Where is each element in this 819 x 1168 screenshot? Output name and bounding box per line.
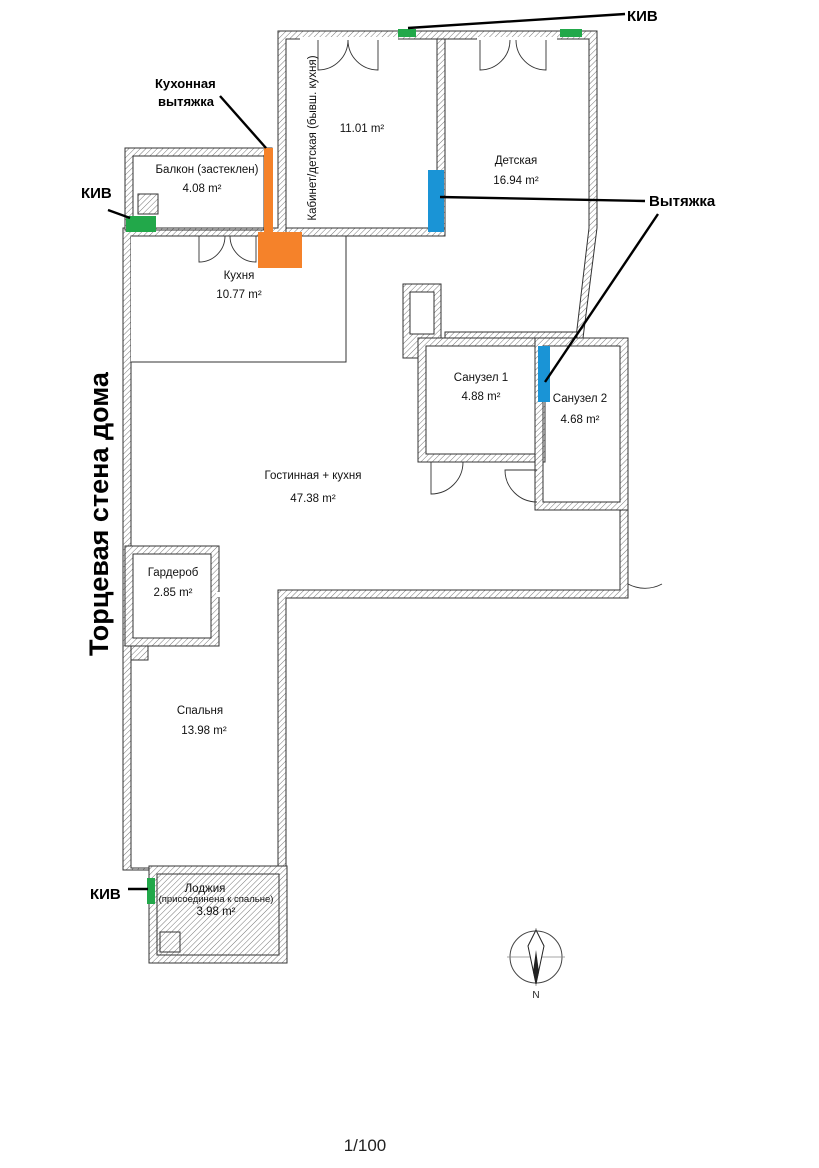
exhaust-marker-nursery	[428, 170, 444, 232]
kiv-top-label: КИВ	[627, 8, 658, 25]
leader-lines	[107, 12, 659, 891]
kitchen-hood-leader	[219, 95, 267, 149]
partition-study-bottom	[285, 227, 446, 237]
study-name: Кабинет/детская (бывш. кухня)	[307, 55, 319, 220]
compass-needle-fill	[533, 950, 539, 984]
bath2-door-swing	[504, 469, 538, 503]
wardrobe-wall	[124, 545, 220, 647]
kitchen-door-swing-right	[229, 235, 257, 263]
kiv-marker-balcony	[126, 216, 156, 232]
nursery-area: 16.94 m²	[493, 175, 539, 187]
kiv-marker-nursery	[560, 29, 582, 37]
kitchen-hood-duct	[264, 148, 273, 236]
kitchen-hood-label-line2: вытяжка	[158, 94, 215, 109]
bath2-name: Санузел 2	[553, 393, 607, 405]
kitchen-door-swing-left	[198, 235, 226, 263]
study-window-gap	[300, 37, 398, 41]
bedroom-door-gap	[216, 592, 271, 597]
compass: N	[507, 928, 565, 1001]
kitchen-hood-box	[258, 232, 302, 268]
loggia-name: Лоджия	[185, 883, 226, 895]
kiv-marker-loggia	[147, 878, 155, 904]
bedroom-area: 13.98 m²	[181, 725, 227, 737]
kitchen-hood-label-line1: Кухонная	[155, 76, 216, 91]
bathroom2-wall	[534, 337, 629, 511]
exhaust-marker-bath	[538, 346, 550, 402]
nursery-window-swing-right	[515, 39, 547, 71]
nursery-window-gap	[477, 37, 557, 41]
door-swings	[198, 39, 663, 589]
study-window-swing-left	[317, 39, 349, 71]
scale-label: 1/100	[343, 1136, 387, 1155]
kitchen-name: Кухня	[224, 270, 255, 282]
kiv-left-label: КИВ	[81, 185, 112, 202]
exhaust-leader-top	[439, 195, 646, 203]
study-area: 11.01 m²	[340, 123, 385, 135]
study-window-swing-right	[347, 39, 379, 71]
bath1-door-swing	[430, 461, 464, 495]
balcony-name: Балкон (застеклен)	[156, 164, 259, 176]
entrance-door-swing	[627, 548, 663, 589]
bath2-area: 4.68 m²	[561, 414, 600, 426]
kitchen-area: 10.77 m²	[216, 289, 262, 301]
balcony-area: 4.08 m²	[183, 183, 222, 195]
bath1-area: 4.88 m²	[462, 391, 501, 403]
loggia-area: 3.98 m²	[197, 906, 236, 918]
bedroom-name: Спальня	[177, 705, 223, 717]
nursery-name: Детская	[495, 155, 538, 167]
exhaust-leader-bottom	[544, 213, 659, 383]
vent-markers	[126, 29, 582, 904]
loggia-note: (присоединена к спальне)	[159, 894, 274, 905]
annotations: КИВ КИВ КИВ Кухонная вытяжка Вытяжка Тор…	[81, 8, 716, 903]
room-labels: Балкон (застеклен) 4.08 m² Кабинет/детск…	[148, 55, 607, 918]
loggia-vent-square	[159, 931, 181, 953]
compass-label: N	[532, 990, 539, 1001]
loggia-wall	[148, 865, 288, 964]
living-area: 47.38 m²	[290, 493, 336, 505]
bath1-name: Санузел 1	[454, 372, 508, 384]
balcony-vent-square	[137, 193, 159, 215]
kiv-left-leader	[107, 208, 131, 220]
kiv-bottom-label: КИВ	[90, 886, 121, 903]
living-name: Гостинная + кухня	[265, 470, 362, 482]
nursery-window-swing-left	[479, 39, 511, 71]
kiv-marker-study	[398, 29, 416, 37]
wardrobe-area: 2.85 m²	[154, 587, 193, 599]
column-left-2	[130, 645, 149, 661]
wardrobe-name: Гардероб	[148, 567, 199, 579]
end-wall-label: Торцевая стена дома	[84, 371, 114, 656]
kiv-top-leader	[407, 12, 626, 30]
exhaust-label: Вытяжка	[649, 193, 716, 210]
